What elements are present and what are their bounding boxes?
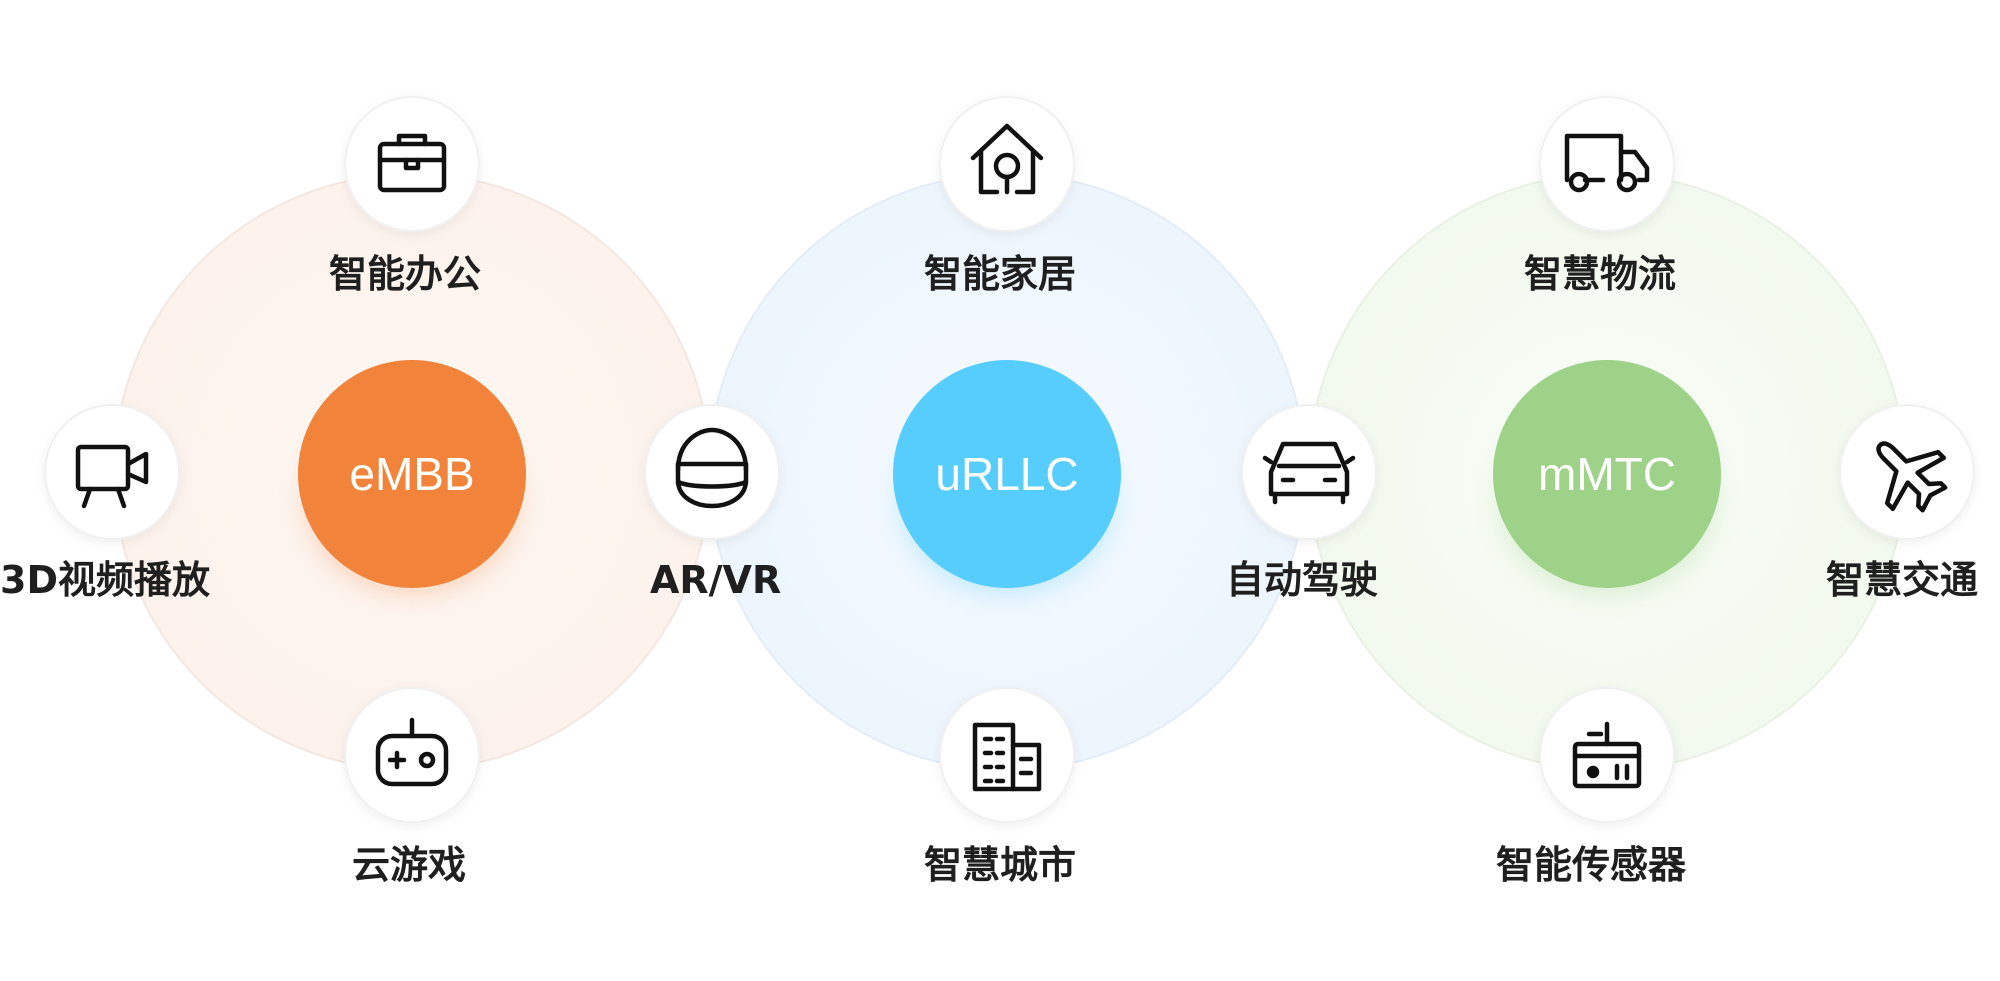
sensor-label: 智能传感器 xyxy=(1496,843,1687,887)
city-label: 智慧城市 xyxy=(924,843,1077,887)
home-label: 智能家居 xyxy=(924,252,1077,296)
smart-home-icon xyxy=(970,123,1044,195)
embb-core-label: eMBB xyxy=(349,448,475,500)
urllc-core-label: uRLLC xyxy=(935,448,1079,500)
gamepad-icon xyxy=(375,717,449,787)
game-icon-bg xyxy=(344,687,480,823)
car-icon xyxy=(1262,441,1356,505)
mmtc-core xyxy=(1493,360,1721,588)
game-label: 云游戏 xyxy=(352,843,467,887)
logistics-label: 智慧物流 xyxy=(1524,252,1677,296)
video-camera-icon xyxy=(75,444,149,509)
home-icon-bg xyxy=(939,96,1075,232)
traffic-label: 智慧交通 xyxy=(1826,558,1979,602)
truck-icon xyxy=(1564,133,1650,193)
airplane-icon xyxy=(1876,441,1948,513)
office-label: 智能办公 xyxy=(329,252,482,296)
office-icon-bg xyxy=(344,96,480,232)
truck-icon-bg xyxy=(1539,96,1675,232)
city-icon-bg xyxy=(939,687,1075,823)
video-label: 3D视频播放 xyxy=(0,558,210,602)
car-icon-bg xyxy=(1241,404,1377,540)
car-label: 自动驾驶 xyxy=(1226,558,1379,602)
video-icon-bg xyxy=(44,404,180,540)
sensor-icon xyxy=(1572,721,1642,789)
embb-core xyxy=(298,360,526,588)
vr-icon-bg xyxy=(644,404,780,540)
plane-icon-bg xyxy=(1839,404,1975,540)
city-building-icon xyxy=(972,722,1042,792)
briefcase-icon xyxy=(377,133,447,193)
mmtc-core-label: mMTC xyxy=(1538,448,1676,500)
urllc-core xyxy=(893,360,1121,588)
vr-headset-icon xyxy=(675,427,749,509)
vr-label: AR/VR xyxy=(650,558,782,602)
